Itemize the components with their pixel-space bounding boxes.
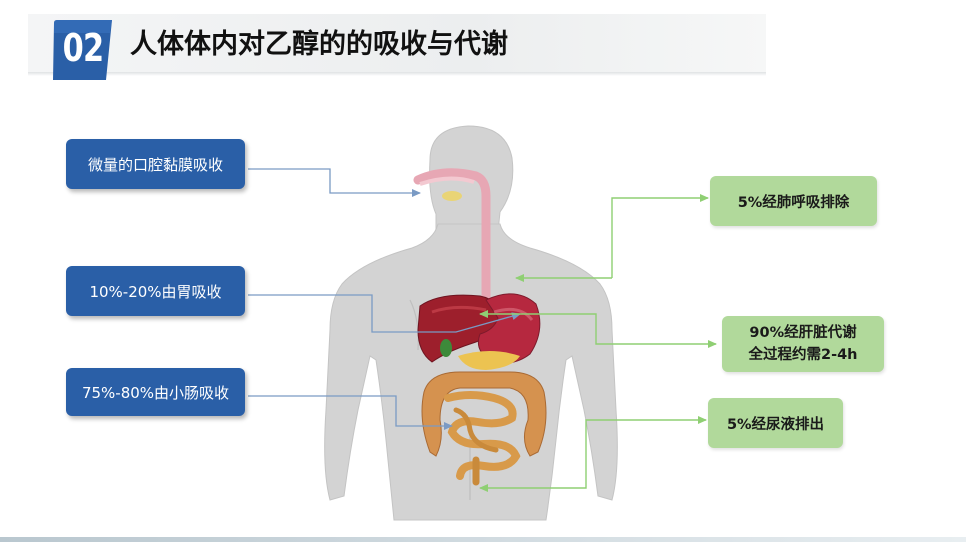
label-small-intestine-absorption: 75%-80%由小肠吸收: [66, 368, 245, 416]
connector-mouth: [248, 168, 421, 197]
label-liver-metabolism: 90%经肝脏代谢 全过程约需2-4h: [722, 316, 884, 372]
label-urine-excretion-text: 5%经尿液排出: [726, 416, 825, 433]
label-small-intestine-absorption-text: 75%-80%由小肠吸收: [81, 383, 230, 402]
label-urine-excretion: 5%经尿液排出: [708, 398, 843, 448]
pancreas: [458, 351, 520, 370]
label-oral-absorption-text: 微量的口腔黏膜吸收: [87, 155, 223, 174]
section-number: 02: [62, 26, 105, 70]
section-number-badge: [53, 20, 112, 80]
connector-liver-in: [479, 310, 597, 336]
label-liver-metabolism-line1: 90%经肝脏代谢: [749, 325, 857, 341]
label-lung-excretion-text: 5%经肺呼吸排除: [737, 194, 850, 211]
label-stomach-absorption: 10%-20%由胃吸收: [66, 266, 245, 316]
bottom-rule: [0, 537, 966, 542]
label-oral-absorption: 微量的口腔黏膜吸收: [66, 139, 245, 189]
gallbladder: [440, 339, 452, 357]
small-intestine: [444, 391, 521, 480]
header-band-shadow: [28, 72, 766, 76]
connector-urine-out: [585, 416, 707, 470]
page-title: 人体体内对乙醇的的吸收与代谢: [130, 29, 508, 60]
connector-stomach: [248, 294, 521, 333]
label-stomach-absorption-text: 10%-20%由胃吸收: [89, 282, 222, 301]
connector-small-intestine: [248, 395, 453, 430]
connector-liver-out: [595, 336, 717, 348]
large-intestine: [421, 371, 547, 457]
header-band: [28, 14, 766, 72]
label-liver-metabolism-line2: 全过程约需2-4h: [748, 347, 858, 363]
label-lung-excretion: 5%经肺呼吸排除: [710, 176, 877, 226]
connector-lungs-out: [611, 194, 709, 278]
connector-urine-in: [479, 470, 587, 492]
header: 02 人体体内对乙醇的的吸收与代谢: [0, 0, 966, 100]
